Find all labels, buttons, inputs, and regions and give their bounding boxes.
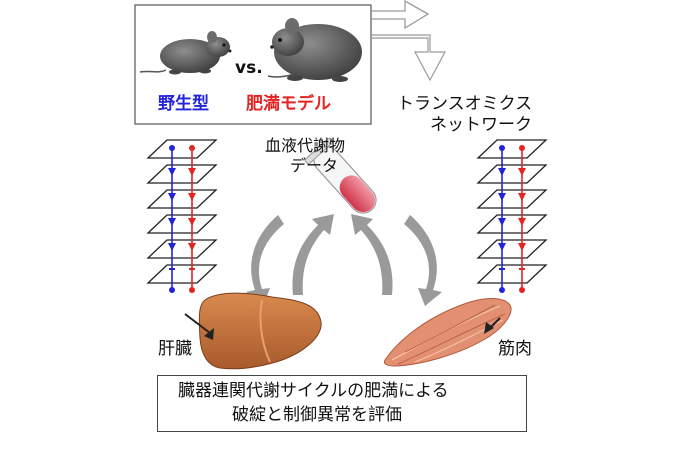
conclusion-line1: 臓器連関代謝サイクルの肥満による (178, 381, 449, 401)
liver-icon (184, 292, 322, 370)
muscle-icon (384, 297, 512, 367)
liver-network-wild-type (168, 145, 176, 293)
muscle-network-wild-type (498, 145, 506, 293)
network-label-line2: ネットワーク (430, 115, 532, 135)
liver-network-obese (188, 145, 196, 293)
wild-type-mouse-icon (139, 31, 232, 75)
blood-data-label-line1: 血液代謝物 (265, 136, 346, 155)
blood-test-tube-icon (304, 137, 377, 214)
obese-mouse-icon (267, 18, 362, 82)
conclusion-line2: 破綻と制御異常を評価 (232, 405, 402, 425)
muscle-label: 筋肉 (498, 339, 532, 359)
network-label-line1: トランスオミクス (397, 94, 533, 114)
down-arrow-icon (372, 34, 447, 82)
to-network-arrow-icon (371, 0, 430, 30)
conclusion-box: 臓器連関代謝サイクルの肥満による 破綻と制御異常を評価 (157, 375, 527, 432)
obese-model-label: 肥満モデル (246, 94, 331, 114)
cycle-arrows (246, 214, 442, 306)
liver-network-stack (146, 139, 218, 284)
muscle-network-obese (518, 145, 526, 293)
muscle-network-stack (476, 139, 548, 284)
vs-label: vs. (235, 58, 263, 78)
wild-type-label: 野生型 (158, 94, 209, 114)
liver-label: 肝臓 (158, 339, 192, 359)
blood-data-label-line2: データ (290, 156, 339, 175)
